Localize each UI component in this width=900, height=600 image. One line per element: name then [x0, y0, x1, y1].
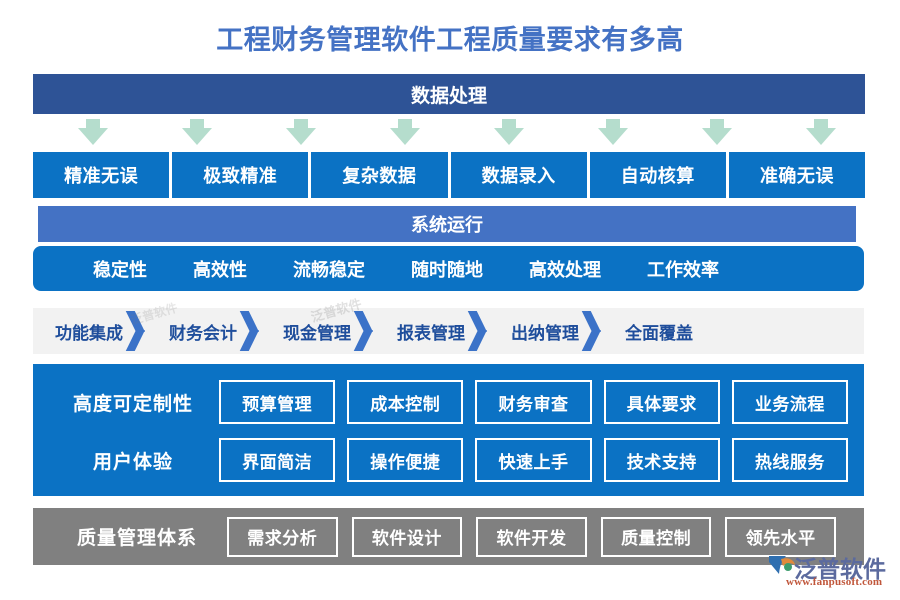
tag-item: 稳定性: [93, 259, 147, 280]
arrow-down-icon: [286, 119, 316, 145]
tag-item: 流畅稳定: [293, 259, 365, 280]
arrow-down-icon: [598, 119, 628, 145]
arrow-down-icon: [390, 119, 420, 145]
chip-row: 精准无误极致精准复杂数据数据录入自动核算准确无误: [33, 152, 866, 198]
outline-box-item[interactable]: 操作便捷: [347, 438, 464, 482]
chip-item[interactable]: 精准无误: [33, 152, 170, 198]
outline-box-item[interactable]: 具体要求: [603, 380, 720, 424]
sub-band: 系统运行: [38, 206, 856, 242]
outline-box-item[interactable]: 需求分析: [227, 516, 338, 557]
header-band: 数据处理: [33, 74, 865, 114]
outline-box-item[interactable]: 业务流程: [731, 380, 849, 424]
chevron-right-icon: [465, 314, 511, 348]
logo-url: www.fanpusoft.com: [786, 576, 883, 588]
tag-item: 随时随地: [411, 259, 483, 280]
chip-item[interactable]: 极致精准: [172, 152, 309, 198]
process-step-label[interactable]: 财务会计: [169, 323, 237, 343]
outline-box-item[interactable]: 领先水平: [725, 516, 836, 557]
outline-box-item[interactable]: 财务审查: [475, 380, 592, 424]
logo-mark-icon: [769, 556, 795, 574]
arrow-down-icon: [78, 119, 108, 145]
process-step-label[interactable]: 现金管理: [283, 323, 351, 343]
chevron-row: 功能集成 财务会计 现金管理 报表管理 出纳管理 全面覆盖: [33, 308, 864, 354]
blue-panel: 高度可定制性 预算管理成本控制财务审查具体要求业务流程用户体验 界面简洁操作便捷快速…: [33, 364, 864, 496]
panel-row: 用户体验 界面简洁操作便捷快速上手技术支持热线服务: [47, 432, 849, 488]
chip-item[interactable]: 自动核算: [589, 152, 726, 198]
outline-box-item[interactable]: 软件设计: [351, 516, 463, 557]
logo-text: 泛普软件: [794, 557, 886, 582]
chevron-right-icon: [123, 314, 169, 348]
process-step-label[interactable]: 功能集成: [55, 323, 123, 343]
chevron-right-icon: [351, 314, 397, 348]
chevron-right-icon: [237, 314, 283, 348]
outline-box-item[interactable]: 热线服务: [731, 438, 849, 482]
arrow-down-icon: [494, 119, 524, 145]
gray-panel: 质量管理体系 需求分析软件设计软件开发质量控制领先水平: [33, 508, 864, 565]
panel-row: 高度可定制性 预算管理成本控制财务审查具体要求业务流程: [47, 374, 849, 430]
outline-box-item[interactable]: 快速上手: [475, 438, 592, 482]
tag-bar: 稳定性 高效性 流畅稳定 随时随地 高效处理 工作效率: [33, 246, 864, 291]
arrow-down-icon: [806, 119, 836, 145]
outline-box-item[interactable]: 界面简洁: [219, 438, 336, 482]
tag-item: 工作效率: [647, 259, 719, 280]
brand-logo: 泛普软件 www.fanpusoft.com: [768, 550, 896, 596]
outline-box-item[interactable]: 技术支持: [603, 438, 720, 482]
chip-item[interactable]: 数据录入: [450, 152, 587, 198]
tag-item: 高效处理: [529, 259, 601, 280]
process-step-label[interactable]: 报表管理: [397, 323, 465, 343]
panel-row-title: 高度可定制性: [72, 393, 193, 415]
chevron-right-icon: [579, 314, 625, 348]
page-title: 工程财务管理软件工程质量要求有多高: [216, 25, 684, 55]
outline-box-item[interactable]: 软件开发: [476, 516, 587, 557]
panel-row-title: 用户体验: [92, 451, 173, 473]
process-step-label[interactable]: 出纳管理: [511, 323, 579, 343]
tag-item: 高效性: [193, 259, 247, 280]
gray-panel-title: 质量管理体系: [76, 528, 197, 549]
sub-band-label: 系统运行: [411, 215, 483, 235]
header-band-label: 数据处理: [410, 85, 487, 107]
arrow-down-icon: [702, 119, 732, 145]
process-step-label[interactable]: 全面覆盖: [625, 323, 693, 343]
arrow-strip: [33, 119, 865, 145]
chip-item[interactable]: 准确无误: [728, 152, 866, 198]
arrow-down-icon: [182, 119, 212, 145]
outline-box-item[interactable]: 预算管理: [219, 380, 336, 424]
chip-item[interactable]: 复杂数据: [311, 152, 448, 198]
outline-box-item[interactable]: 成本控制: [347, 380, 464, 424]
outline-box-item[interactable]: 质量控制: [600, 516, 712, 557]
